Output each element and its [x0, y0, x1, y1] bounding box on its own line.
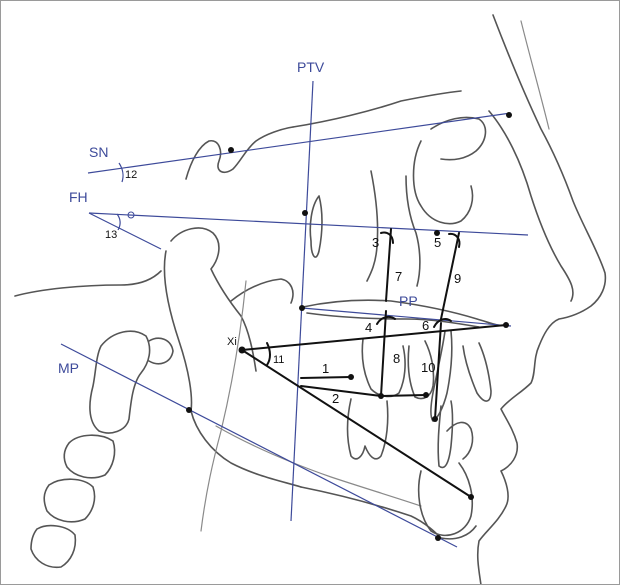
condyle-ramus [170, 227, 257, 372]
lower-incisor-crown [446, 421, 474, 460]
measurement-lines [241, 228, 507, 498]
sn-line [87, 112, 512, 174]
sella-turcica [185, 126, 294, 180]
occlusal-point [378, 393, 384, 399]
angle-3-arc [380, 231, 394, 244]
pns-point [299, 305, 305, 311]
lower-incisor [437, 400, 454, 469]
measure-6-label: 6 [422, 318, 429, 333]
coronoid-process [230, 278, 294, 304]
maxillary-outline [405, 175, 421, 287]
gonion-point [186, 407, 192, 413]
frontal-sinus [430, 116, 487, 161]
measure-8-label: 8 [393, 351, 400, 366]
angle-12-arc [118, 162, 124, 183]
forehead-inner [520, 20, 550, 130]
fh-line [88, 212, 529, 236]
measure-4-label: 4 [365, 320, 372, 335]
labels: PTV SN FH PP MP Xi 1 2 3 4 5 6 7 8 9 10 … [58, 59, 461, 406]
menton-point [435, 535, 441, 541]
symphysis [417, 462, 474, 537]
mp-line [60, 343, 458, 548]
xi-to-anb-line [241, 324, 507, 351]
molar-point [348, 374, 354, 380]
soft-tissue-profile [476, 14, 607, 584]
angle-11-arc [266, 342, 271, 366]
lower-molar [346, 398, 389, 460]
incisor-tip-point [432, 416, 438, 422]
measure-7-label: 7 [395, 269, 402, 284]
measure-9-line [440, 232, 460, 320]
measure-11-label: 11 [273, 354, 284, 366]
angle-5-arc [448, 232, 461, 248]
ans-point [503, 322, 509, 328]
measure-9-label: 9 [454, 271, 461, 286]
fh-angle-arm [88, 212, 162, 250]
sella-point [228, 147, 234, 153]
angle-6-arc [433, 318, 452, 328]
pp-label: PP [399, 293, 418, 309]
sn-label: SN [89, 144, 108, 160]
porion-marker [127, 211, 135, 219]
premolar-point [423, 392, 429, 398]
ptv-label: PTV [297, 59, 325, 75]
xi-point [238, 346, 246, 354]
measure-1-label: 1 [322, 361, 329, 376]
key-ridge [366, 170, 379, 282]
angle-13-arc [116, 213, 121, 231]
mandibular-body [300, 486, 477, 540]
measure-2-label: 2 [332, 391, 339, 406]
angle-4-arc [376, 315, 396, 325]
measure-10-label: 10 [421, 360, 435, 375]
measure-10-line [434, 322, 442, 420]
mp-label: MP [58, 360, 79, 376]
fh-label: FH [69, 189, 88, 205]
anterior-cranial-base [292, 90, 462, 128]
pterygomaxillary-fissure [309, 195, 323, 258]
nasion-point [506, 112, 512, 118]
hard-palate-lower [306, 312, 480, 328]
pt-point [302, 210, 308, 216]
measure-2-line [300, 385, 382, 397]
pp-line [301, 307, 512, 327]
measure-13-label: 13 [105, 229, 117, 241]
inferior-alveolar-canal [215, 425, 422, 507]
posterior-ramus [163, 250, 302, 488]
measure-12-label: 12 [125, 169, 137, 181]
landmark-points [186, 112, 512, 541]
orbit-outline [412, 140, 474, 225]
reference-lines [60, 80, 529, 548]
vertebra-c4 [43, 478, 96, 523]
vertebra-c2 [89, 330, 151, 434]
vertebra-c2-process [148, 337, 174, 365]
ptv-line [290, 80, 314, 522]
vertebra-c3 [63, 434, 116, 479]
xi-to-pm-line [241, 349, 472, 498]
xi-label: Xi [227, 336, 237, 348]
pharyngeal-wall [200, 280, 247, 532]
upper-premolar-2 [462, 342, 492, 402]
skull-base [14, 270, 162, 297]
measure-5-label: 5 [434, 235, 441, 250]
measure-8-line [380, 310, 387, 397]
vertebra-c5 [30, 524, 77, 569]
measure-7-line [385, 228, 392, 302]
measure-1-line [300, 376, 352, 379]
pm-point [468, 494, 474, 500]
hard-palate [302, 299, 507, 327]
measure-3-label: 3 [372, 235, 379, 250]
orbitale-point [434, 230, 440, 236]
anatomy-sketch [14, 14, 607, 584]
nasal-outline [488, 110, 574, 302]
occlusal-line [380, 394, 427, 397]
